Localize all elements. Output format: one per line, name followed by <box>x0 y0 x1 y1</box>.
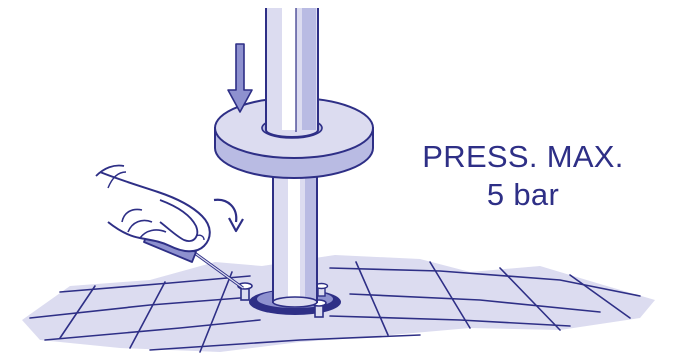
curved-arrow-icon <box>214 200 243 231</box>
upper-pipe <box>266 8 318 137</box>
lower-pipe <box>273 170 317 307</box>
arrow-down-icon <box>228 44 252 112</box>
caption-line-1: PRESS. MAX. <box>392 138 654 176</box>
max-pressure-label: PRESS. MAX. 5 bar <box>392 138 654 214</box>
caption-line-2: 5 bar <box>392 176 654 214</box>
